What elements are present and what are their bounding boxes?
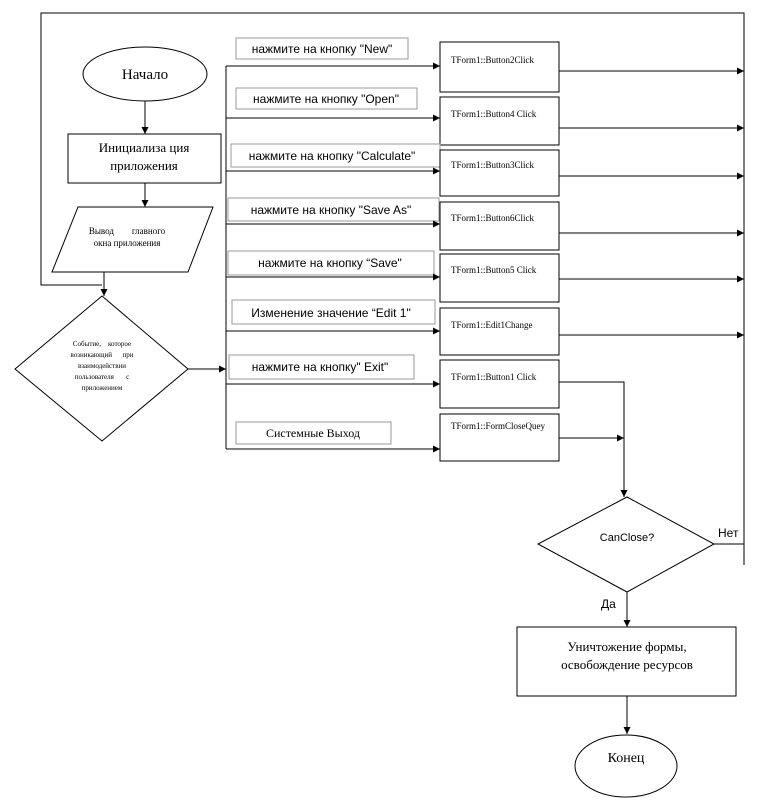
- branch-row: нажмите на кнопку" Exit" TForm1::Button1…: [226, 354, 560, 409]
- handler-label: TForm1::Button6Click: [451, 213, 535, 223]
- branch-label: Изменение значение “Edit 1": [251, 306, 410, 320]
- branch-label-box: [235, 37, 409, 60]
- handler-label: TForm1::Button2Click: [451, 55, 535, 65]
- handler-label: TForm1::Button4 Click: [451, 109, 537, 119]
- event-text-5: приложением: [82, 384, 123, 392]
- branch-label: нажмите на кнопку" Exit": [252, 360, 389, 374]
- branch-row: нажмите на кнопку "Calculate" TForm1::Bu…: [226, 143, 744, 197]
- start-text: Начало: [122, 67, 168, 83]
- branch-row: Изменение значение “Edit 1" TForm1::Edit…: [226, 299, 744, 356]
- branch-label: нажмите на кнопку "Open": [253, 92, 399, 106]
- branch-label: нажмите на кнопку "Save As": [251, 203, 412, 217]
- destroy-text-2: освобождение ресурсов: [561, 657, 693, 672]
- init-text-2: приложения: [110, 158, 178, 173]
- event-text-1: Событие, которое: [73, 340, 131, 348]
- branch-label-box: [235, 421, 392, 445]
- output-text-2: окна приложения: [94, 238, 161, 248]
- handler-box: [439, 359, 560, 409]
- event-text-3: взаимодействии: [78, 362, 126, 370]
- init-process: Инициализа ция приложения: [67, 133, 222, 184]
- branch-label-box: [235, 87, 418, 110]
- destroy-process: Уничтожение формы, освобождение ресурсов: [516, 626, 737, 697]
- handler-box: [439, 413, 560, 462]
- handler-label: TForm1::Button3Click: [451, 160, 535, 170]
- branch-row: нажмите на кнопку "New" TForm1::Button2C…: [226, 37, 744, 93]
- branch-label-box: [227, 250, 435, 276]
- no-label: Нет: [718, 526, 739, 540]
- output-text-1: Вывод главного: [89, 226, 166, 236]
- init-text-1: Инициализа ция: [99, 140, 190, 155]
- handler-label: TForm1::Button1 Click: [451, 372, 537, 382]
- handler-label: TForm1::FormCloseQuey: [451, 421, 545, 431]
- branch-row: нажмите на кнопку "Open" TForm1::Button4…: [226, 87, 744, 146]
- branch-label: нажмите на кнопку “Save": [258, 256, 402, 270]
- end-terminal: Конец: [574, 734, 678, 798]
- destroy-text-1: Уничтожение формы,: [567, 639, 686, 654]
- loop-back-line: [40, 12, 745, 565]
- branch-label-box: [227, 197, 440, 222]
- handler-box: [439, 253, 560, 303]
- handler-box: [439, 201, 560, 251]
- canclose-decision: CanClose?: [536, 496, 716, 593]
- output-io: Вывод главного окна приложения: [51, 206, 214, 273]
- event-text-4: пользователя с: [75, 373, 129, 381]
- branch-label: нажмите на кнопку "Calculate": [249, 149, 416, 163]
- handler-box: [439, 96, 560, 146]
- handler-box: [439, 149, 560, 197]
- branch-row: нажмите на кнопку “Save" TForm1::Button5…: [226, 250, 744, 303]
- handler-box: [439, 307, 560, 356]
- branch-row: нажмите на кнопку "Save As" TForm1::Butt…: [226, 197, 744, 251]
- branch-row: Системные Выход TForm1::FormCloseQuey: [226, 413, 560, 462]
- decision-text: CanClose?: [600, 532, 654, 544]
- yes-label: Да: [601, 597, 616, 611]
- start-terminal: Начало: [82, 46, 208, 102]
- event-decision: Событие, которое возникающий при взаимод…: [14, 295, 189, 442]
- branch-label-box: [228, 354, 415, 380]
- branch-label: Системные Выход: [266, 426, 360, 440]
- handler-box: [439, 41, 560, 93]
- handler-label: TForm1::Button5 Click: [451, 265, 537, 275]
- branch-label-box: [231, 299, 436, 325]
- event-text-2: возникающий при: [70, 351, 133, 359]
- handler-label: TForm1::Edit1Change: [451, 320, 533, 330]
- end-text: Конец: [608, 751, 645, 766]
- connector: [559, 381, 628, 497]
- branch-label: нажмите на кнопку "New": [252, 42, 393, 56]
